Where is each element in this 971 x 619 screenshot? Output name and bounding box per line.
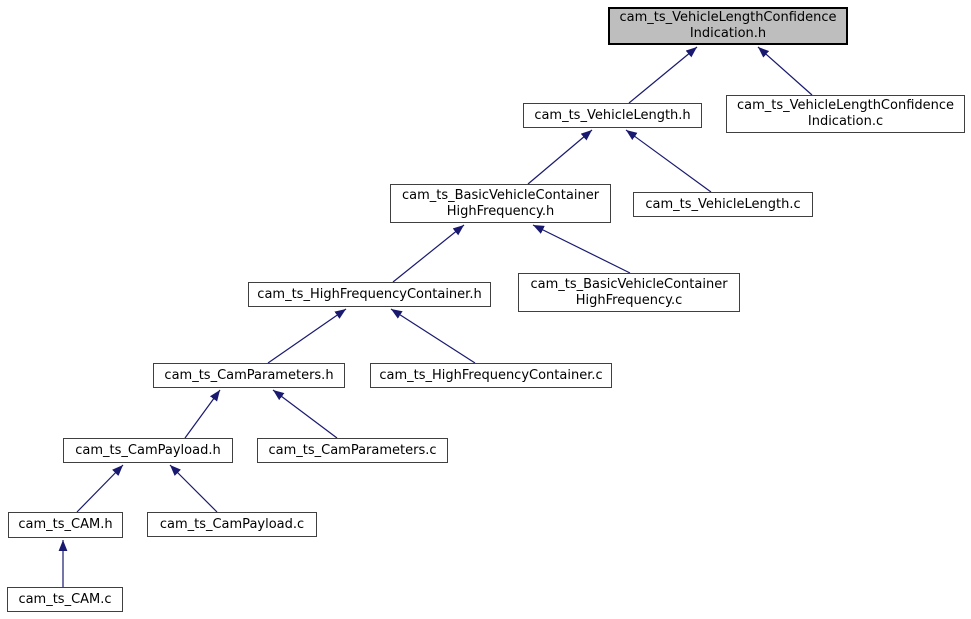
edge-basicvehiclecontainerhighfrequency-c-to-basicvehiclecontainerhighfrequency-h — [532, 224, 631, 274]
edge-camparameters-h-to-highfrequencycontainer-h — [267, 308, 347, 364]
node-cam_ts_VehicleLength-h[interactable]: cam_ts_VehicleLength.h — [523, 103, 702, 128]
node-cam_ts_HighFrequencyContainer-c[interactable]: cam_ts_HighFrequencyContainer.c — [370, 363, 612, 388]
node-cam_ts_CamPayload-c[interactable]: cam_ts_CamPayload.c — [147, 512, 317, 537]
node-cam_ts_CamPayload-h[interactable]: cam_ts_CamPayload.h — [63, 438, 233, 463]
node-cam_ts_VehicleLength-c[interactable]: cam_ts_VehicleLength.c — [633, 192, 813, 217]
node-cam_ts_CamParameters-h[interactable]: cam_ts_CamParameters.h — [153, 363, 345, 388]
node-cam_ts_VehicleLengthConfidenceIndication-h[interactable]: cam_ts_VehicleLengthConfidence Indicatio… — [608, 7, 848, 45]
edge-vehiclelengthconfidenceindication-c-to-root — [757, 46, 813, 96]
edge-cam-h-to-campayload-h — [76, 464, 124, 513]
node-cam_ts_BasicVehicleContainerHighFrequency-c[interactable]: cam_ts_BasicVehicleContainer HighFrequen… — [518, 273, 740, 312]
node-cam_ts_CAM-h[interactable]: cam_ts_CAM.h — [8, 512, 123, 538]
edge-camparameters-c-to-camparameters-h — [272, 389, 338, 439]
edge-highfrequencycontainer-c-to-highfrequencycontainer-h — [390, 308, 476, 364]
node-cam_ts_CAM-c[interactable]: cam_ts_CAM.c — [7, 587, 123, 612]
edge-vehiclelength-h-to-root — [628, 46, 698, 104]
edge-campayload-h-to-camparameters-h — [184, 389, 221, 439]
edge-basicvehiclecontainerhighfrequency-h-to-vehiclelength-h — [527, 129, 593, 185]
edge-campayload-c-to-campayload-h — [169, 464, 218, 513]
node-cam_ts_VehicleLengthConfidenceIndication-c[interactable]: cam_ts_VehicleLengthConfidence Indicatio… — [726, 95, 965, 133]
node-cam_ts_BasicVehicleContainerHighFrequency-h[interactable]: cam_ts_BasicVehicleContainer HighFrequen… — [390, 184, 611, 223]
edge-highfrequencycontainer-h-to-basicvehiclecontainerhighfrequency-h — [392, 224, 465, 283]
edge-vehiclelength-c-to-vehiclelength-h — [625, 129, 712, 193]
node-cam_ts_CamParameters-c[interactable]: cam_ts_CamParameters.c — [257, 438, 448, 463]
node-cam_ts_HighFrequencyContainer-h[interactable]: cam_ts_HighFrequencyContainer.h — [248, 282, 491, 307]
